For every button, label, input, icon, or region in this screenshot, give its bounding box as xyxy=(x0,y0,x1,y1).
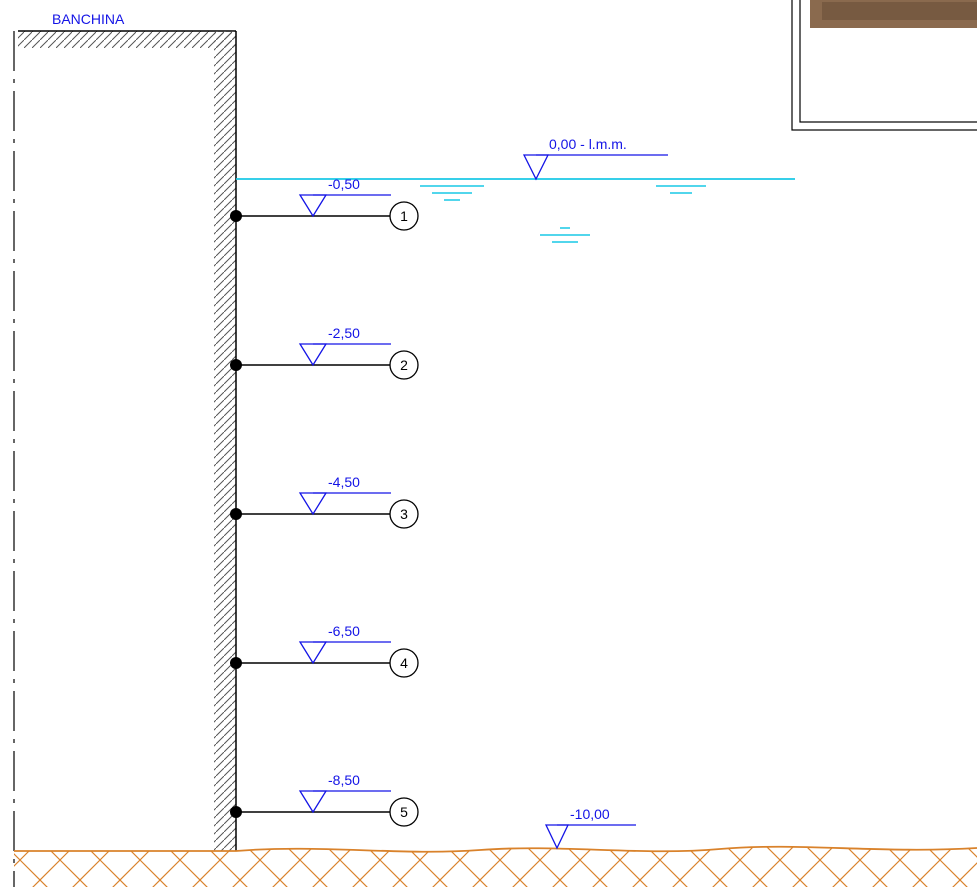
measure-points: 1 -0,50 2 -2,50 3 -4,50 4 -6,50 5 -8,50 xyxy=(230,176,419,827)
seabed-level-marker: -10,00 xyxy=(544,806,636,850)
point-number-bubble xyxy=(389,201,419,231)
point-number-bubble xyxy=(389,797,419,827)
depth-label: -6,50 xyxy=(328,623,360,639)
water-symbols xyxy=(420,185,706,243)
inset-photo-frame xyxy=(791,0,977,131)
point-number: 3 xyxy=(400,506,408,522)
measure-point: 2 -2,50 xyxy=(230,325,419,380)
depth-marker xyxy=(298,194,328,218)
wharf-top-hatch xyxy=(18,31,236,48)
water-level-label: 0,00 - l.m.m. xyxy=(549,136,627,152)
seabed-level-label: -10,00 xyxy=(570,806,610,822)
depth-label: -0,50 xyxy=(328,176,360,192)
depth-marker xyxy=(298,343,328,367)
seabed xyxy=(14,845,977,887)
depth-marker xyxy=(298,790,328,814)
depth-label: -2,50 xyxy=(328,325,360,341)
depth-label: -8,50 xyxy=(328,772,360,788)
depth-marker xyxy=(298,492,328,516)
point-number-bubble xyxy=(389,350,419,380)
point-number: 4 xyxy=(400,655,408,671)
seabed-line xyxy=(14,845,977,853)
point-number: 1 xyxy=(400,208,408,224)
point-number: 2 xyxy=(400,357,408,373)
point-number-bubble xyxy=(389,499,419,529)
measure-point: 3 -4,50 xyxy=(230,474,419,529)
water-level-marker: 0,00 - l.m.m. xyxy=(522,136,668,181)
point-number-bubble xyxy=(389,648,419,678)
depth-marker xyxy=(298,641,328,665)
point-number: 5 xyxy=(400,804,408,820)
measure-point: 5 -8,50 xyxy=(230,772,419,827)
measure-point: 1 -0,50 xyxy=(230,176,419,231)
depth-label: -4,50 xyxy=(328,474,360,490)
wharf-label: BANCHINA xyxy=(52,11,125,27)
measure-point: 4 -6,50 xyxy=(230,623,419,678)
wharf-wall-hatch xyxy=(214,31,236,851)
